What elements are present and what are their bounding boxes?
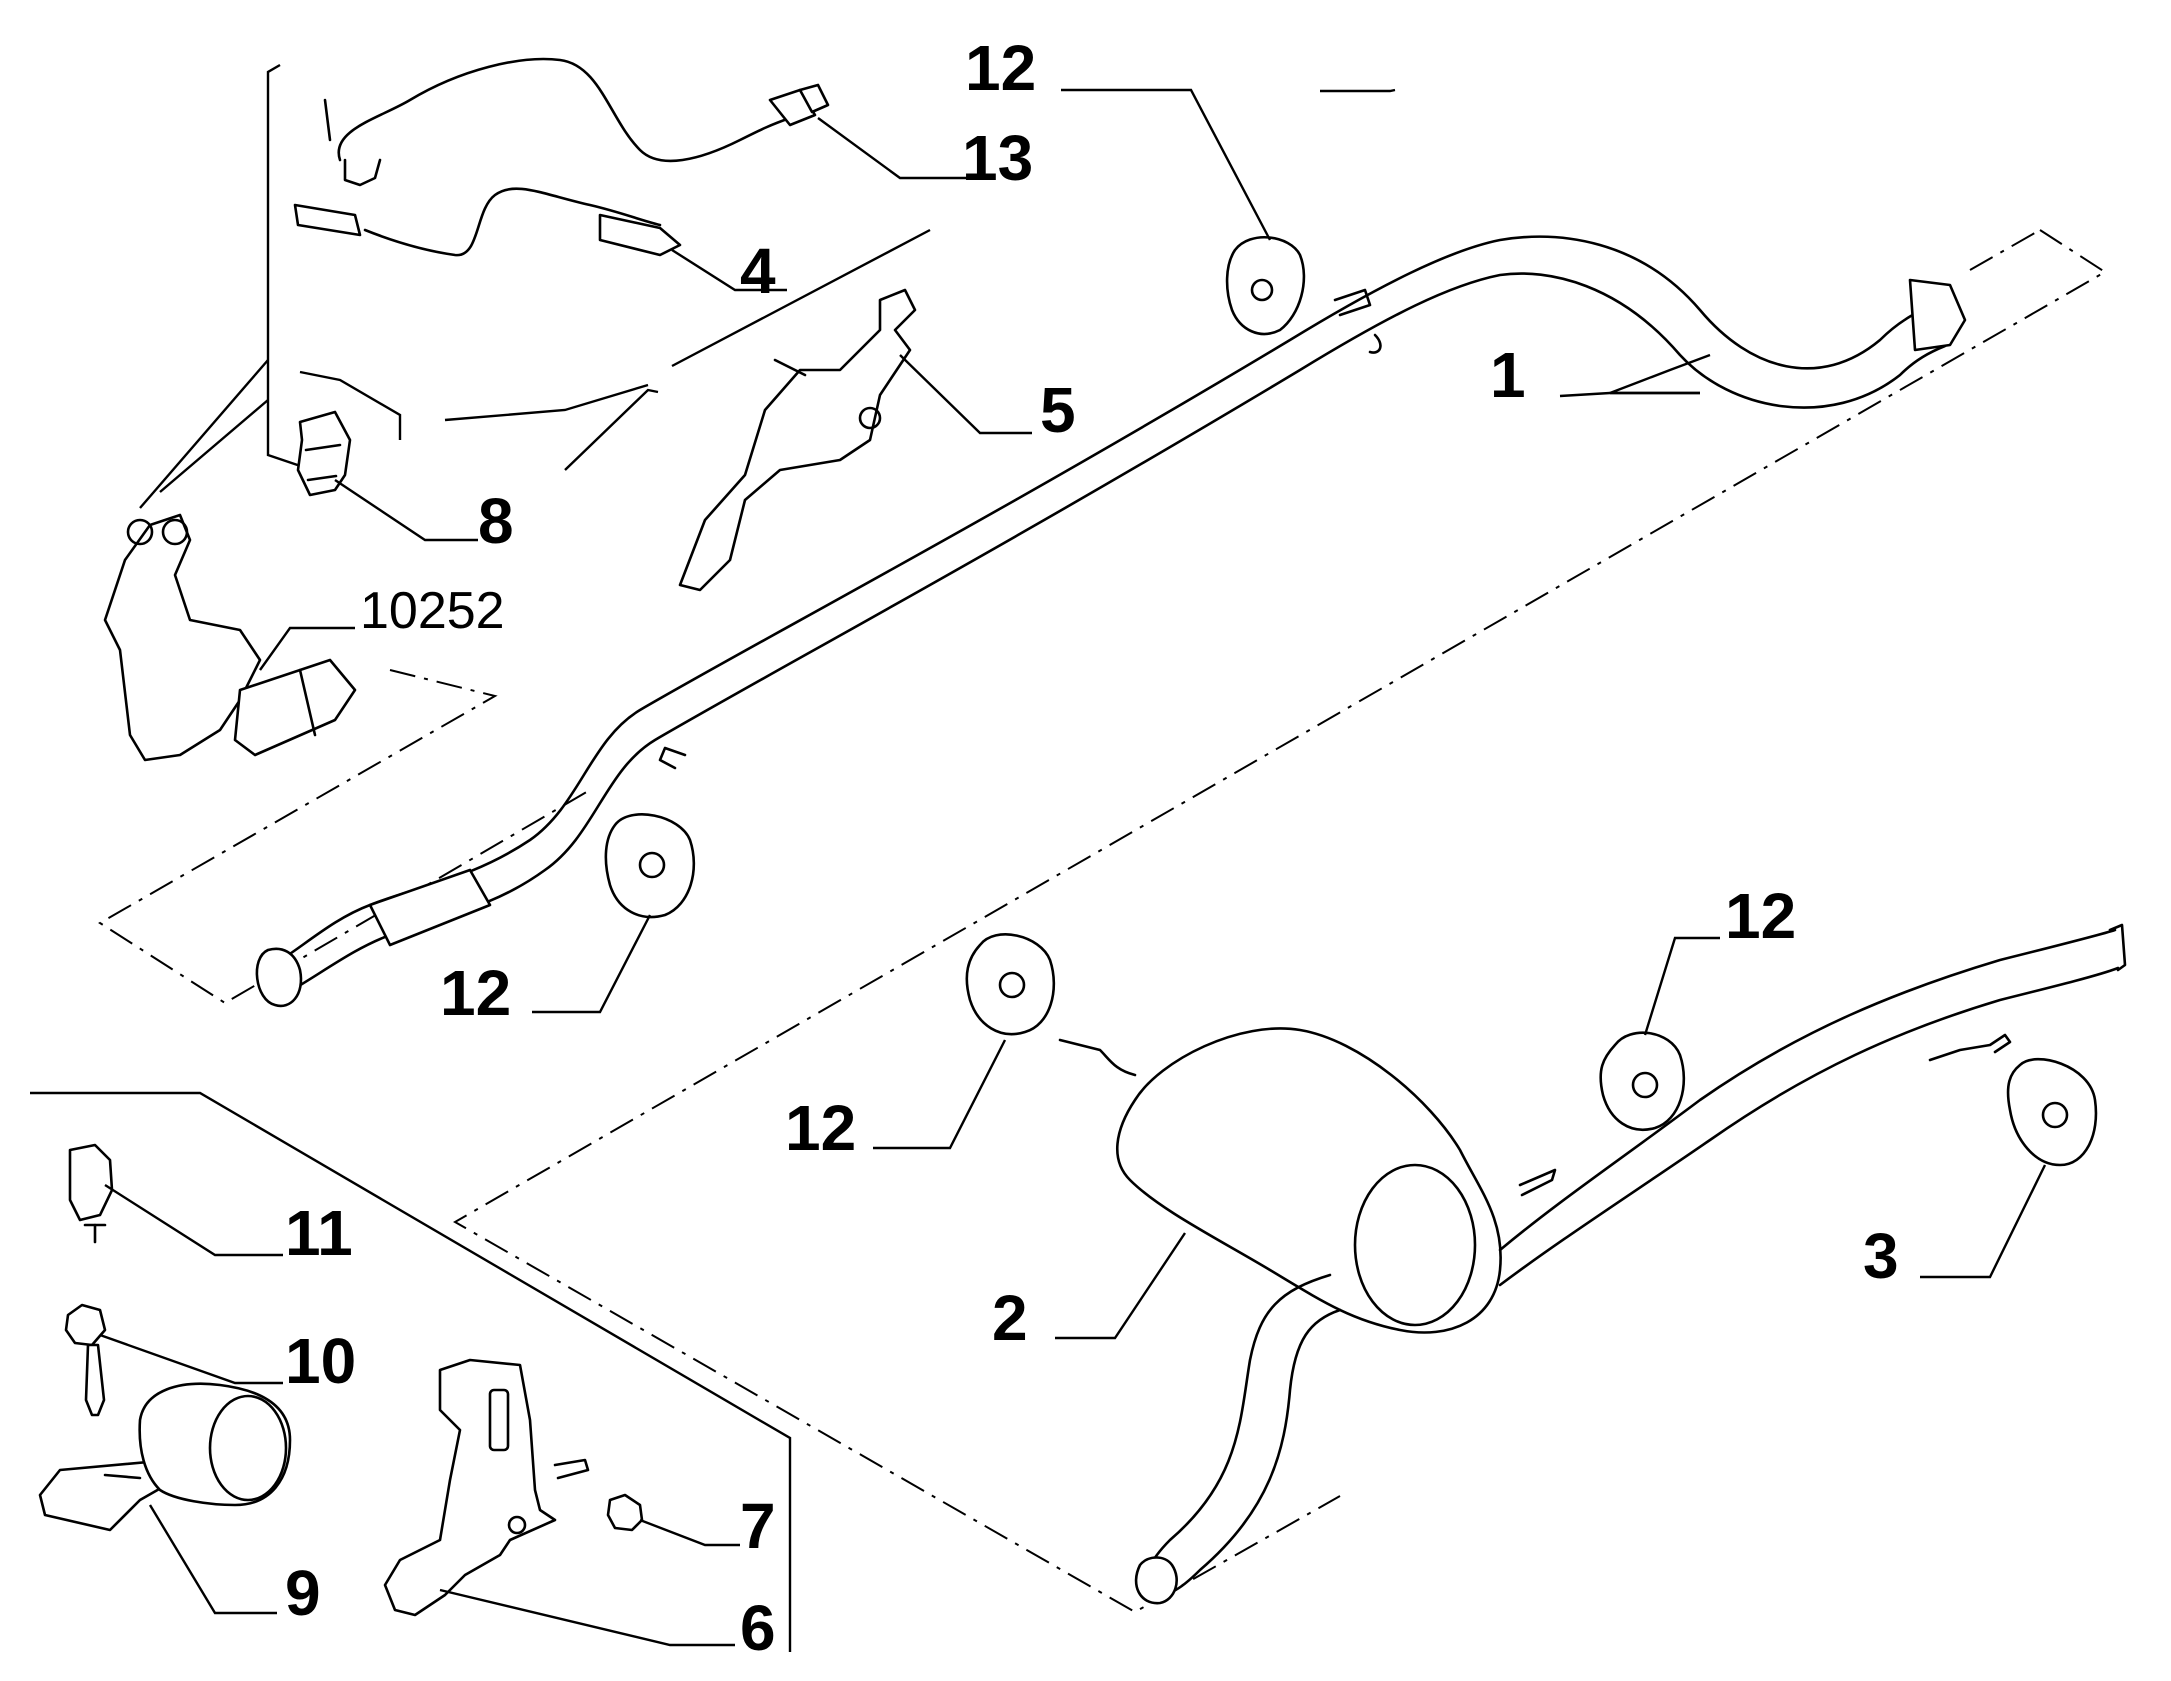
group-boundaries (98, 229, 2107, 1614)
callout-1: 1 (1490, 339, 1526, 411)
front-pipe (255, 235, 1967, 1008)
small-bolt (606, 1493, 644, 1532)
bolt (64, 1303, 107, 1417)
ref-10252: 10252 (360, 582, 505, 640)
guide-lines (30, 63, 931, 1652)
callout-10: 10 (285, 1325, 356, 1397)
callout-12-low: 12 (785, 1092, 856, 1164)
oxygen-sensor-upper (323, 57, 830, 187)
catalytic-converter (103, 513, 357, 762)
callout-4: 4 (740, 235, 776, 307)
callout-12-right: 12 (1725, 880, 1796, 952)
callout-2: 2 (992, 1282, 1028, 1354)
callout-8: 8 (478, 485, 514, 557)
hanger-rear (2006, 1057, 2098, 1167)
callout-12-top: 12 (965, 32, 1036, 104)
clip-part (296, 410, 352, 497)
clamp (38, 1382, 292, 1532)
hanger-mid (604, 813, 696, 919)
hanger-top (1225, 236, 1306, 336)
callout-9: 9 (285, 1557, 321, 1629)
oxygen-sensor-lower (293, 187, 682, 257)
callout-7: 7 (740, 1490, 776, 1562)
bracket-upper (678, 288, 917, 592)
callout-labels: 12 13 4 1 5 8 10252 12 12 12 11 3 2 10 7… (285, 32, 1899, 1664)
callout-11: 11 (285, 1197, 353, 1269)
bracket-rear (383, 1358, 590, 1617)
callout-5: 5 (1040, 374, 1076, 446)
callout-12-mid: 12 (440, 957, 511, 1029)
front-group-boundary (98, 669, 591, 1005)
rear-muffler (1058, 923, 2127, 1605)
leader-lines (99, 88, 2047, 1647)
pipe-group-boundary (1969, 229, 2041, 271)
callout-3: 3 (1863, 1220, 1899, 1292)
callout-13: 13 (962, 122, 1033, 194)
clip-nut (68, 1143, 114, 1244)
hanger-right (1599, 1031, 1686, 1131)
hanger-low (965, 933, 1056, 1036)
callout-6: 6 (740, 1592, 776, 1664)
main-group-boundary (452, 229, 2107, 1614)
